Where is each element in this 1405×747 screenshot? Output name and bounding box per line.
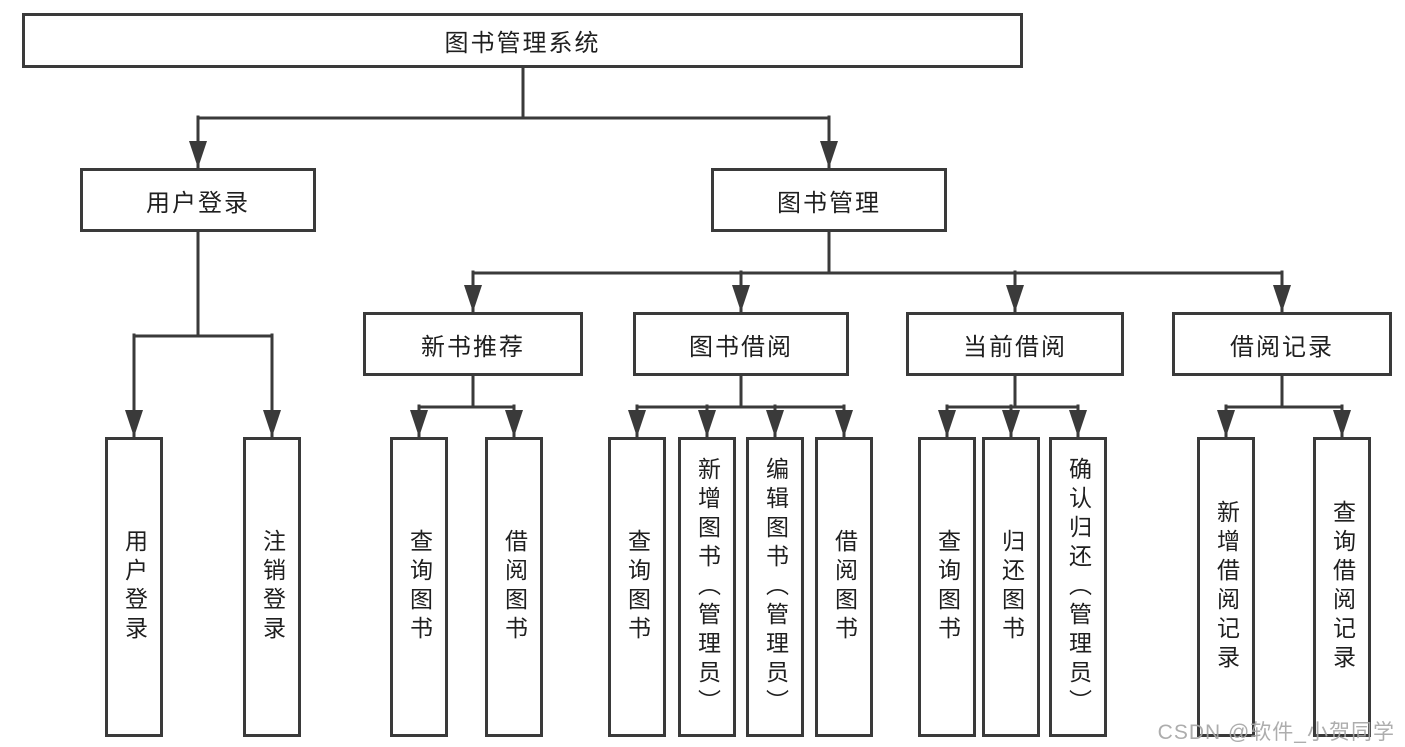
leaf-borrow-books: 借阅图书 <box>815 437 873 737</box>
leaf-edit-book-admin: 编辑图书（管理员） <box>746 437 804 737</box>
node-label: 图书管理系统 <box>444 30 601 57</box>
leaf-logout: 注销登录 <box>243 437 301 737</box>
leaf-label: 查询借阅记录 <box>1329 500 1356 674</box>
node-user-login-branch: 用户登录 <box>80 168 316 232</box>
leaf-label: 查询图书 <box>406 529 433 645</box>
leaf-label: 编辑图书（管理员） <box>762 456 789 718</box>
leaf-label: 新增图书（管理员） <box>694 456 721 718</box>
leaf-query-books-recommend: 查询图书 <box>390 437 448 737</box>
node-label: 图书管理 <box>777 189 881 217</box>
leaf-label: 新增借阅记录 <box>1213 500 1240 674</box>
node-book-borrowing: 图书借阅 <box>633 312 849 376</box>
leaf-query-borrow-record: 查询借阅记录 <box>1313 437 1371 737</box>
node-current-borrowing: 当前借阅 <box>906 312 1124 376</box>
watermark: CSDN @软件_小贺同学 <box>1157 721 1395 744</box>
leaf-confirm-return-admin: 确认归还（管理员） <box>1049 437 1107 737</box>
leaf-label: 注销登录 <box>259 529 286 645</box>
leaf-label: 归还图书 <box>998 529 1025 645</box>
node-label: 图书借阅 <box>689 333 793 361</box>
node-label: 当前借阅 <box>963 333 1067 361</box>
node-book-management: 图书管理 <box>711 168 947 232</box>
leaf-label: 查询图书 <box>934 529 961 645</box>
node-new-book-recommendation: 新书推荐 <box>363 312 583 376</box>
node-library-management-system: 图书管理系统 <box>22 13 1023 68</box>
leaf-label: 借阅图书 <box>831 529 858 645</box>
leaf-query-books-current: 查询图书 <box>918 437 976 737</box>
node-label: 新书推荐 <box>421 333 525 361</box>
node-label: 用户登录 <box>146 189 250 217</box>
leaf-label: 用户登录 <box>121 529 148 645</box>
leaf-borrow-books-recommend: 借阅图书 <box>485 437 543 737</box>
leaf-add-book-admin: 新增图书（管理员） <box>678 437 736 737</box>
leaf-add-borrow-record: 新增借阅记录 <box>1197 437 1255 737</box>
node-label: 借阅记录 <box>1230 333 1334 361</box>
leaf-label: 借阅图书 <box>501 529 528 645</box>
node-borrowing-records: 借阅记录 <box>1172 312 1392 376</box>
leaf-label: 确认归还（管理员） <box>1065 456 1092 718</box>
leaf-label: 查询图书 <box>624 529 651 645</box>
leaf-return-book: 归还图书 <box>982 437 1040 737</box>
leaf-query-books-borrowing: 查询图书 <box>608 437 666 737</box>
leaf-user-login: 用户登录 <box>105 437 163 737</box>
